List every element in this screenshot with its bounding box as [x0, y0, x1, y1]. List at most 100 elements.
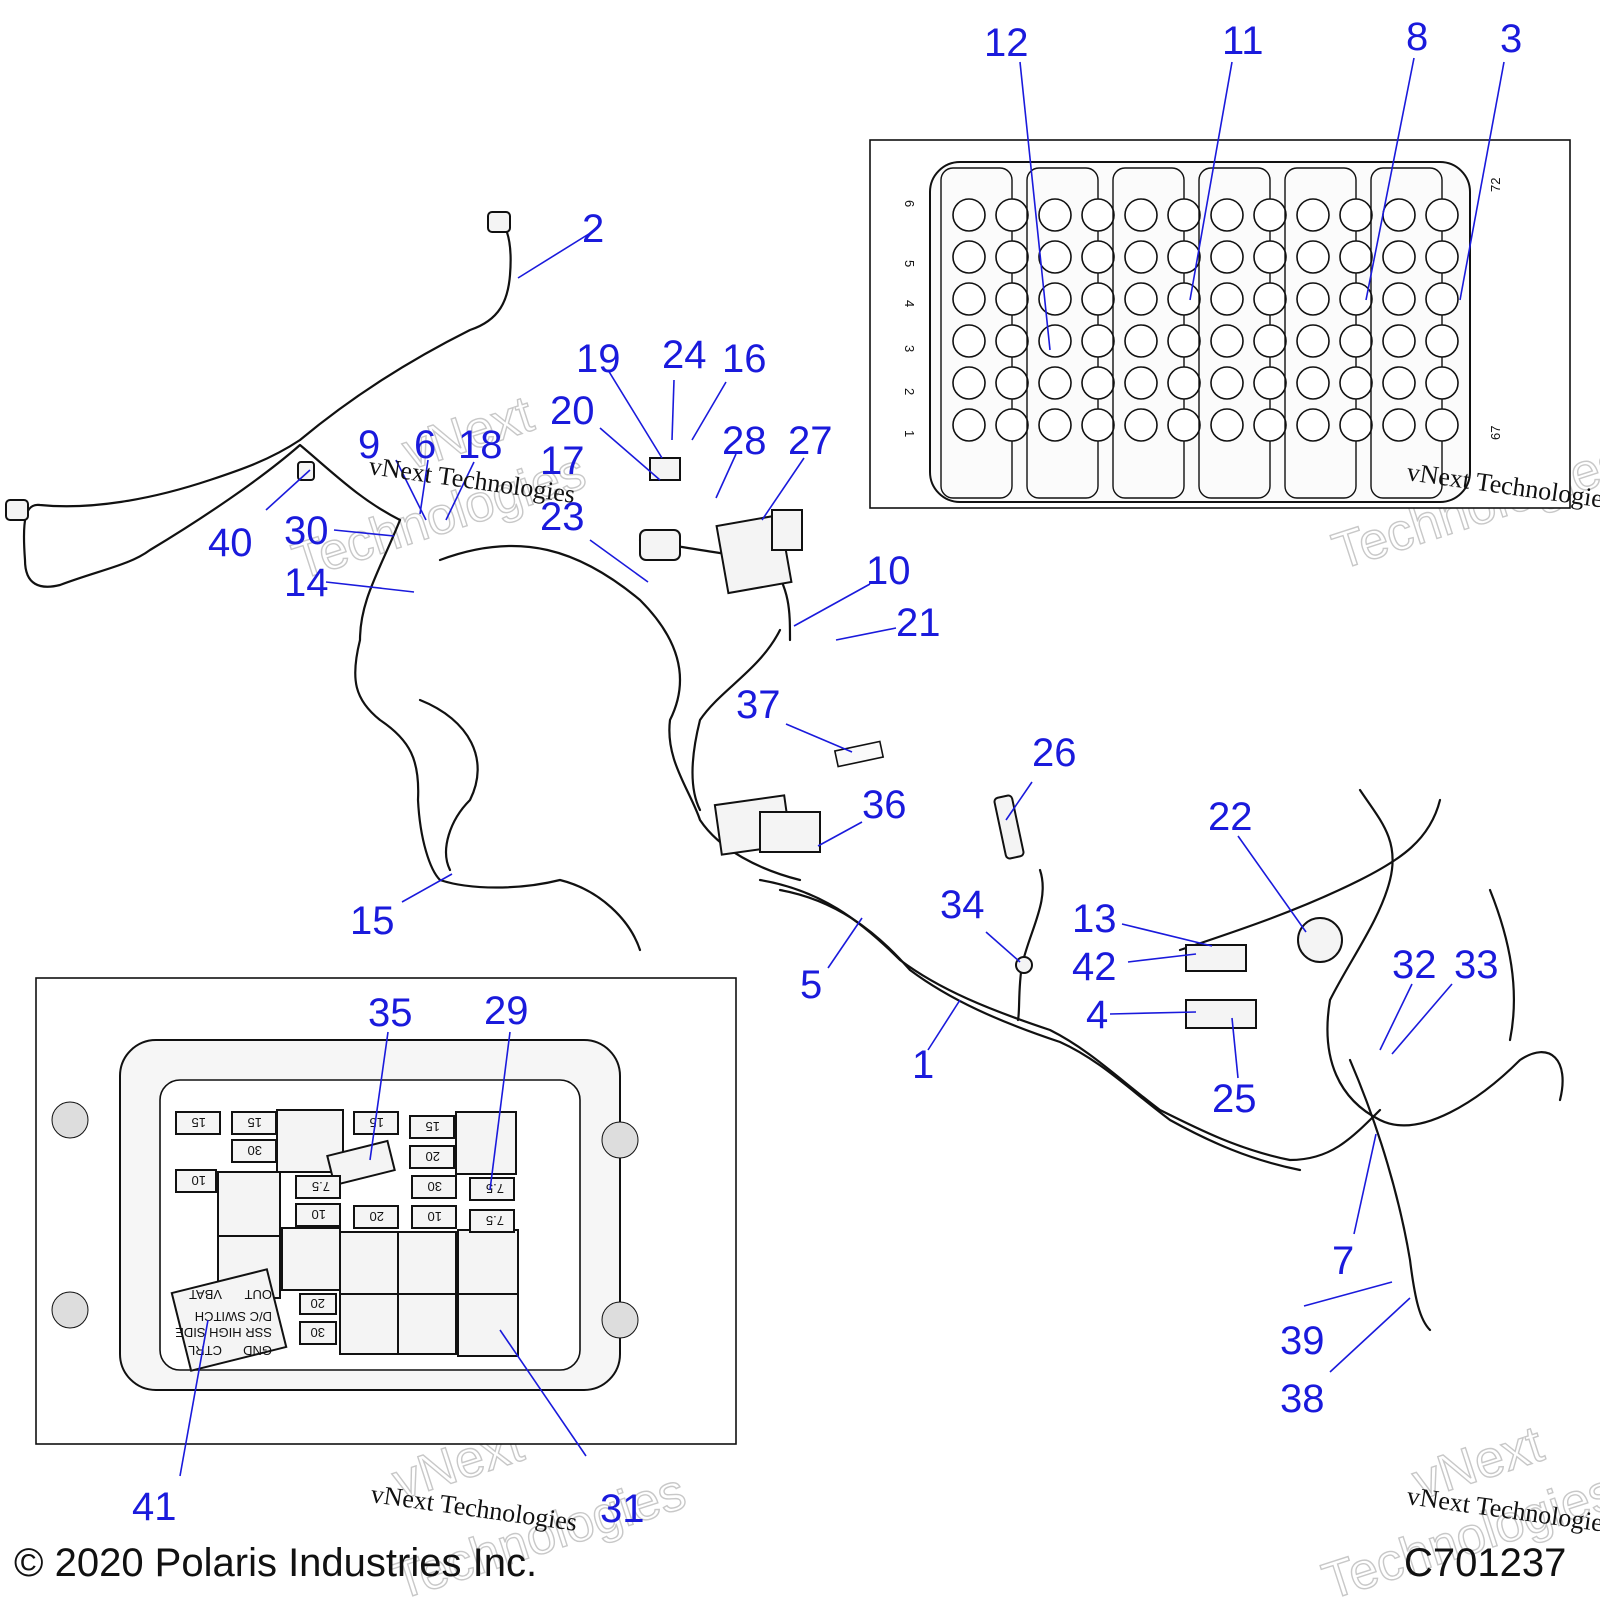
sensor-lead: [1016, 868, 1044, 1022]
fuse-rating: 7.5: [312, 1179, 330, 1194]
connector: [639, 529, 681, 561]
connector-pin: [1339, 282, 1373, 316]
callout-13: 13: [1072, 897, 1117, 941]
relay: [455, 1111, 517, 1175]
leader-line: [793, 583, 871, 627]
callout-42: 42: [1072, 945, 1117, 989]
connector-pin: [1425, 282, 1459, 316]
connector-pin: [952, 324, 986, 358]
leader-line: [671, 379, 675, 441]
connector-pin: [1081, 324, 1115, 358]
connector: [297, 461, 315, 481]
leader-line: [927, 999, 961, 1051]
connector-pin: [1038, 366, 1072, 400]
callout-3: 3: [1500, 17, 1522, 61]
callout-35: 35: [368, 991, 413, 1035]
leader-line: [1019, 61, 1051, 351]
connector-pin: [1382, 282, 1416, 316]
connector-pin: [1253, 408, 1287, 442]
connector-pin: [1339, 324, 1373, 358]
harness-branch: [1348, 1058, 1432, 1332]
pin-label: 4: [902, 300, 917, 307]
fuse-rating: 30: [248, 1143, 262, 1158]
leader-line: [445, 461, 475, 521]
callout-32: 32: [1392, 943, 1437, 987]
callout-33: 33: [1454, 943, 1499, 987]
harness-branch: [354, 518, 642, 952]
callout-36: 36: [862, 783, 907, 827]
leader-line: [1329, 1297, 1411, 1373]
ecu-connector: [771, 509, 803, 551]
leader-line: [401, 873, 453, 903]
connector-pin: [1210, 282, 1244, 316]
grommet: [1297, 917, 1343, 963]
fuse: [469, 1209, 515, 1233]
callout-38: 38: [1280, 1377, 1325, 1421]
connector-pin: [1124, 366, 1158, 400]
connector-pin: [1038, 282, 1072, 316]
relay: [339, 1293, 399, 1355]
leader-line: [517, 231, 593, 279]
connector: [5, 499, 29, 521]
pin-label: 6: [902, 200, 917, 207]
callout-21: 21: [896, 601, 941, 645]
leader-lines: [179, 57, 1505, 1477]
connector-pin: [1210, 366, 1244, 400]
harness-branch: [691, 628, 782, 812]
fuse-rating: 20: [426, 1149, 440, 1164]
fuse-rating: 15: [192, 1115, 206, 1130]
connector-block: [1185, 999, 1257, 1029]
leader-line: [1379, 983, 1413, 1051]
leader-line: [785, 723, 853, 753]
leader-line: [835, 627, 897, 641]
fuse-rating: 15: [426, 1119, 440, 1134]
callout-34: 34: [940, 883, 985, 927]
connector-pin: [1253, 366, 1287, 400]
fuse: [411, 1205, 457, 1229]
sub-harness: [22, 213, 512, 588]
connector-pin: [1081, 240, 1115, 274]
callout-17: 17: [540, 439, 585, 483]
connector-pin: [1038, 240, 1072, 274]
connector-pin: [1210, 198, 1244, 232]
connector-pin: [1339, 366, 1373, 400]
callout-40: 40: [208, 521, 253, 565]
callout-30: 30: [284, 509, 329, 553]
ssr-relay-module: [170, 1268, 288, 1372]
copyright-text: © 2020 Polaris Industries Inc.: [14, 1541, 537, 1585]
leader-line: [817, 821, 863, 847]
connector-pin: [1167, 366, 1201, 400]
connector-pin: [1167, 324, 1201, 358]
callout-8: 8: [1406, 15, 1428, 59]
connector-pin: [1339, 198, 1373, 232]
relay-label-text: SSR HIGH SIDE: [175, 1325, 272, 1340]
callout-28: 28: [722, 419, 767, 463]
callout-4: 4: [1086, 993, 1108, 1037]
callout-16: 16: [722, 337, 767, 381]
connector-detail-inset: 6 5 4 3 2 1 72 67: [869, 139, 1571, 509]
leader-line: [1189, 61, 1233, 301]
connector-pin: [1081, 408, 1115, 442]
connector-pin: [995, 408, 1029, 442]
pin-label: 3: [902, 345, 917, 352]
relay-label-text: CTRL: [188, 1343, 222, 1358]
connector: [487, 211, 511, 233]
leader-line: [333, 529, 395, 537]
connector-pin: [1296, 240, 1330, 274]
leader-line: [265, 469, 311, 511]
callout-31: 31: [600, 1487, 645, 1531]
fuse-rating: 15: [370, 1115, 384, 1130]
connector-pin: [1425, 198, 1459, 232]
fuse: [295, 1175, 341, 1199]
leader-line: [1121, 923, 1213, 947]
harness-branch: [1488, 888, 1515, 1042]
connector-pin: [1081, 198, 1115, 232]
pin-label: 72: [1488, 178, 1503, 192]
connector-pin: [1124, 198, 1158, 232]
relay-label-text: OUT: [245, 1287, 273, 1302]
fuse: [295, 1203, 341, 1227]
connector-pin: [1210, 324, 1244, 358]
connector-pin: [995, 366, 1029, 400]
callout-24: 24: [662, 333, 707, 377]
